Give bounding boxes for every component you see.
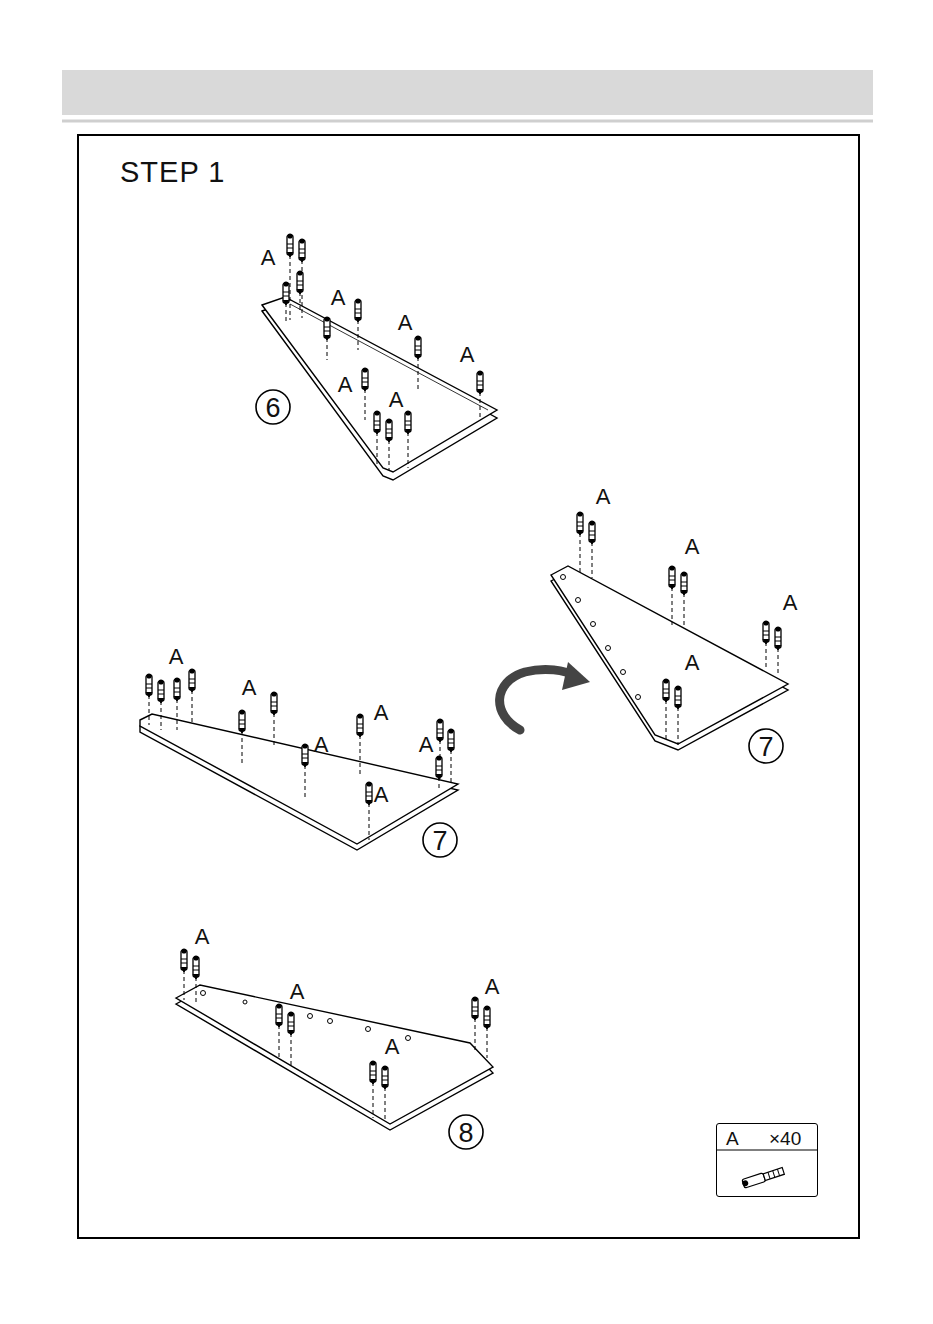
part-letter: A <box>290 981 305 1003</box>
part-letter: A <box>685 652 700 674</box>
part-letter: A <box>460 344 475 366</box>
quantity: ×40 <box>769 1129 801 1148</box>
part-letter: A <box>726 1129 739 1148</box>
part-letter: A <box>261 247 276 269</box>
part-letter: A <box>419 734 434 756</box>
part-letter: A <box>389 389 404 411</box>
part-letter: A <box>374 702 389 724</box>
part-letter: A <box>195 926 210 948</box>
callout-number: 7 <box>432 828 447 855</box>
callout-number: 6 <box>265 395 280 422</box>
header-rule <box>62 120 873 123</box>
callout-number: 8 <box>458 1120 473 1147</box>
hardware-box: A ×40 <box>716 1123 818 1197</box>
part-letter: A <box>314 734 329 756</box>
part-letter: A <box>398 312 413 334</box>
part-letter: A <box>685 536 700 558</box>
dowels <box>146 233 781 1089</box>
hardware-screw <box>716 1150 818 1188</box>
part-letter: A <box>374 784 389 806</box>
part-letter: A <box>242 677 257 699</box>
part-letter: A <box>338 374 353 396</box>
dowel-leaders <box>149 255 778 1122</box>
flip-arrow <box>500 662 590 730</box>
panel-holes <box>201 575 641 1041</box>
header-bar <box>62 70 873 115</box>
part-letter: A <box>331 287 346 309</box>
callout-number: 7 <box>758 734 773 761</box>
part-letter: A <box>783 592 798 614</box>
callout-circles <box>256 390 783 1149</box>
part-letter: A <box>596 486 611 508</box>
step-title: STEP 1 <box>120 156 225 189</box>
panels <box>140 297 788 1130</box>
part-letter: A <box>385 1036 400 1058</box>
part-letter: A <box>485 976 500 998</box>
page-frame <box>78 135 859 1238</box>
part-letter: A <box>169 646 184 668</box>
